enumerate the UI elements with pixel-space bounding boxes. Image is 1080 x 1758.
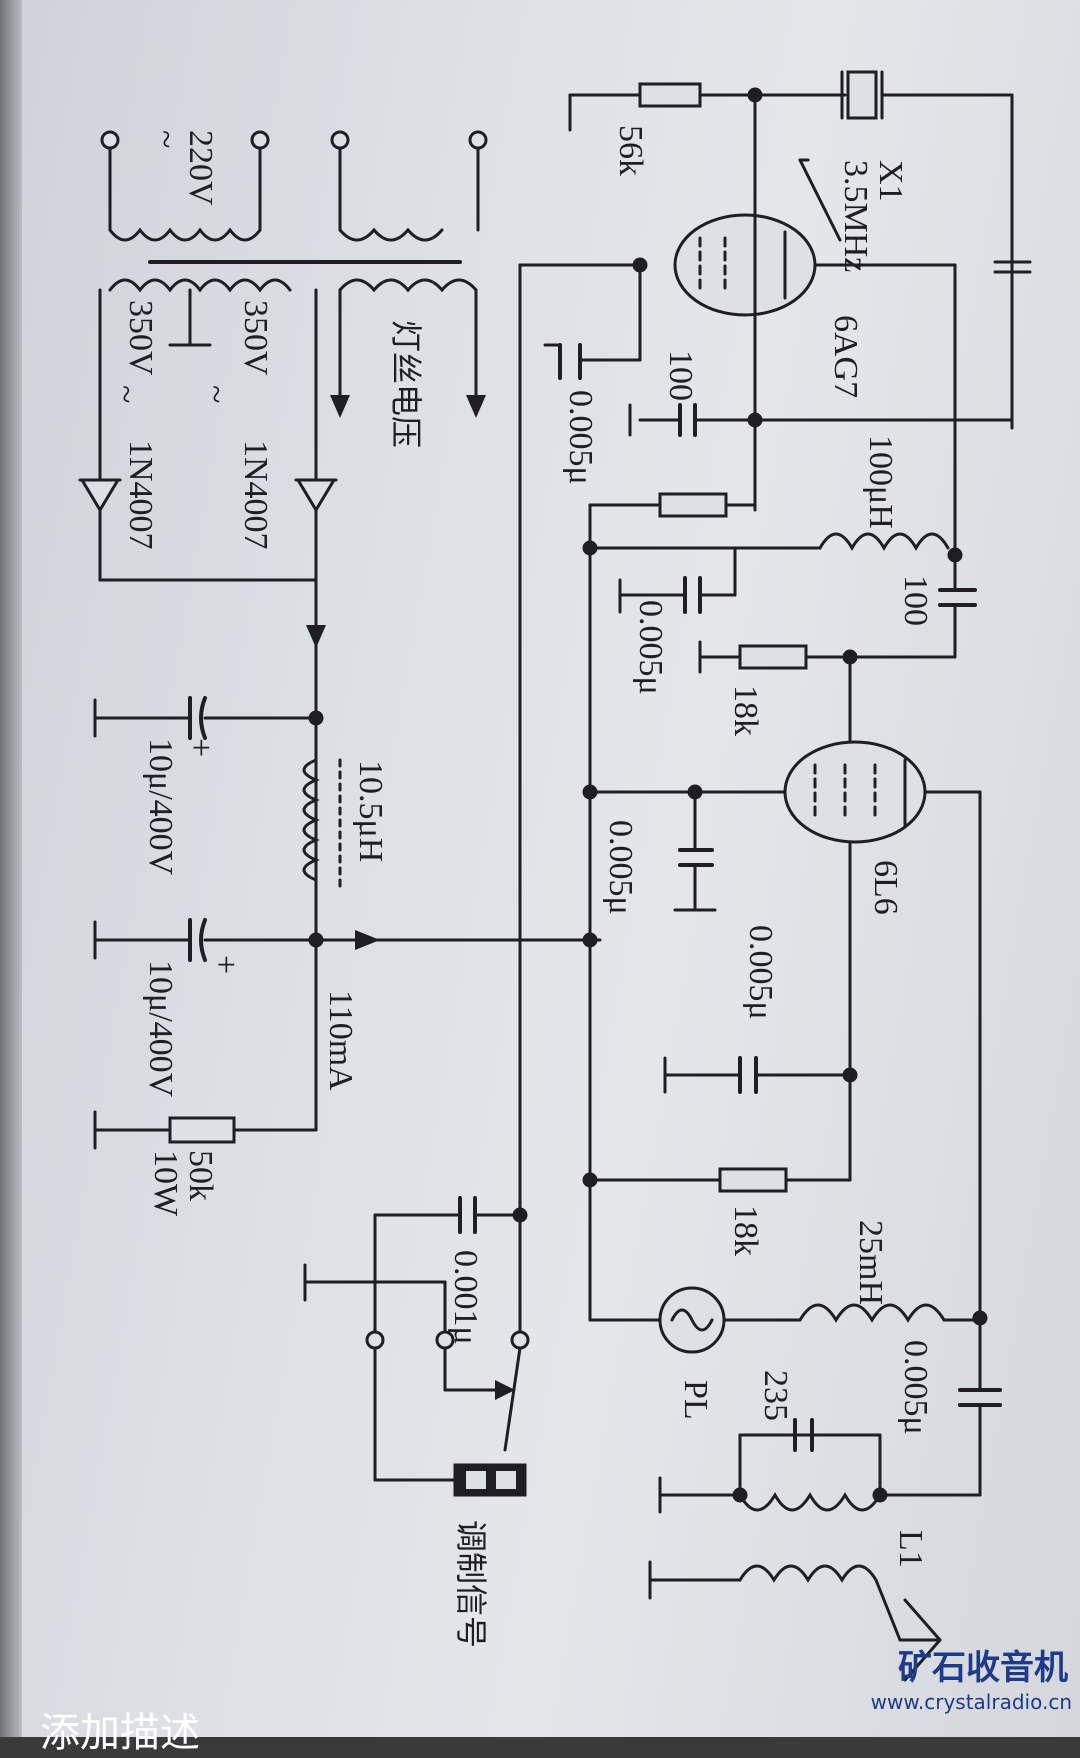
filter (93, 696, 602, 1150)
tilde-c: ~ (107, 385, 144, 403)
caption-input[interactable]: 添加描述 (40, 1710, 200, 1756)
pa-stage (582, 640, 1002, 1682)
photo-edge-shadow (0, 0, 22, 1737)
c235-label: 235 (757, 1370, 794, 1421)
modulation-label: 调制信号 (452, 1520, 490, 1648)
transformer (100, 130, 488, 418)
current-label: 110mA (322, 990, 359, 1091)
c100-b-label: 100 (897, 575, 934, 626)
bleeder-b-label: 10W (147, 1150, 184, 1217)
filament-label: 灯丝电压 (387, 320, 425, 448)
c100-a-label: 100 (662, 350, 699, 401)
diode-b-label: 1N4007 (237, 440, 274, 550)
sec-350-a-label: 350V (122, 300, 159, 376)
bleeder-a-label: 50k (182, 1150, 219, 1201)
tilde-a: ~ (147, 130, 184, 148)
tube2-label: 6L6 (867, 860, 904, 915)
l100uh-label: 100μH (862, 435, 899, 529)
rectifier (78, 288, 338, 1132)
watermark-title: 矿石收音机 (898, 1648, 1068, 1688)
c0005-a-label: 0.005μ (562, 390, 599, 485)
r18k-b-label: 18k (727, 1205, 764, 1256)
labels: 220V ~ 350V ~ 350V ~ 1N4007 1N4007 灯丝电压 … (107, 125, 934, 1648)
choke-label: 10.5μH (352, 760, 389, 862)
l1-label: L1 (892, 1530, 929, 1568)
c0001-label: 0.001μ (447, 1250, 484, 1345)
modulation-circuit (303, 263, 530, 1497)
cap-in-label: 10μ/400V (142, 738, 179, 876)
sec-350-b-label: 350V (237, 300, 274, 376)
r18k-a-label: 18k (727, 685, 764, 736)
crystal-b-label: 3.5MHz (837, 160, 874, 272)
pl-label: PL (677, 1380, 714, 1420)
diode-a-label: 1N4007 (122, 440, 159, 550)
crystal-a-label: X1 (872, 160, 909, 202)
plus-a: + (182, 738, 219, 757)
ac-220-label: 220V (182, 130, 219, 206)
l25mh-label: 25mH (852, 1220, 889, 1305)
tube1-label: 6AG7 (827, 315, 864, 398)
r56k-label: 56k (612, 125, 649, 176)
oscillator-stage (518, 70, 1032, 1202)
plus-b: + (207, 955, 244, 974)
tilde-b: ~ (197, 385, 234, 403)
watermark-url: www.crystalradio.cn (870, 1690, 1072, 1714)
c0005-d-label: 0.005μ (742, 925, 779, 1020)
c0005-b-label: 0.005μ (632, 600, 669, 695)
c0005-e-label: 0.005μ (897, 1340, 934, 1435)
cap-out-label: 10μ/400V (142, 960, 179, 1098)
c0005-c-label: 0.005μ (602, 820, 639, 915)
